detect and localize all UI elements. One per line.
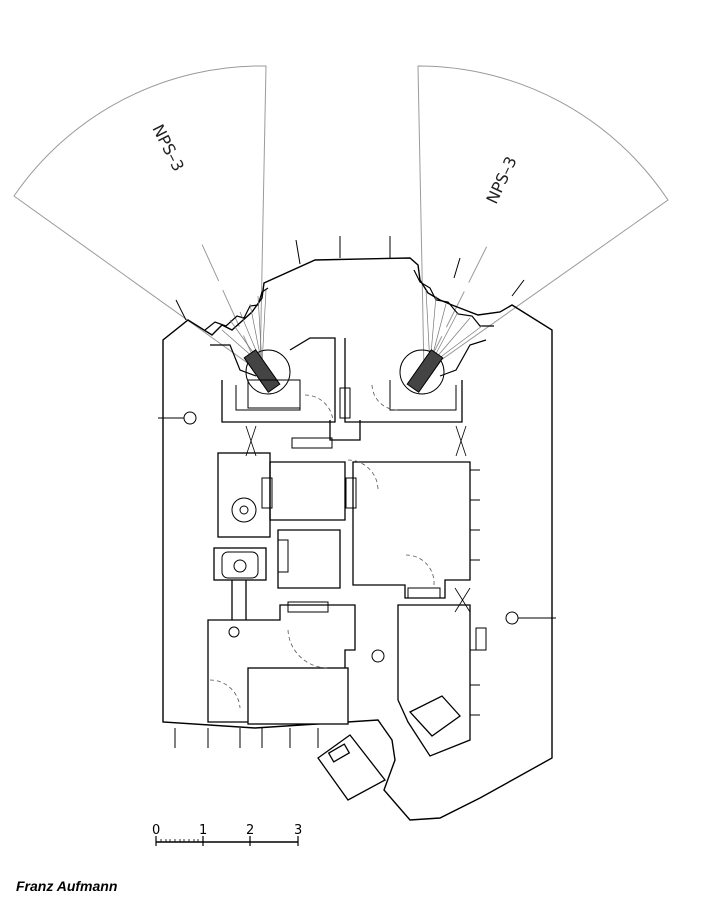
door-swings xyxy=(209,384,435,709)
author-credit: Franz Aufmann xyxy=(16,878,118,894)
observation-sector-right xyxy=(417,65,669,373)
sector-label-left: NPS–3 xyxy=(148,121,188,174)
periscope-mount-right xyxy=(389,349,457,411)
interior-walls xyxy=(207,337,471,801)
door-frames xyxy=(261,387,441,613)
sector-label-right: NPS–3 xyxy=(482,153,520,206)
fixtures xyxy=(158,411,556,663)
embrasure-sightlines xyxy=(221,289,483,366)
observation-sector-left xyxy=(13,65,267,373)
perimeter-stakes xyxy=(174,236,525,748)
outer-wall xyxy=(162,257,553,821)
embrasure-left xyxy=(204,287,269,377)
scale-bar: 0 1 2 3 xyxy=(152,823,302,846)
scale-tick-2: 2 xyxy=(246,823,254,838)
periscope-mount-left xyxy=(235,349,301,411)
vent-ducts xyxy=(245,425,471,613)
scale-tick-1: 1 xyxy=(199,823,207,838)
scale-tick-0: 0 xyxy=(152,823,160,838)
scale-tick-3: 3 xyxy=(294,823,302,838)
embrasure-right xyxy=(413,269,494,377)
